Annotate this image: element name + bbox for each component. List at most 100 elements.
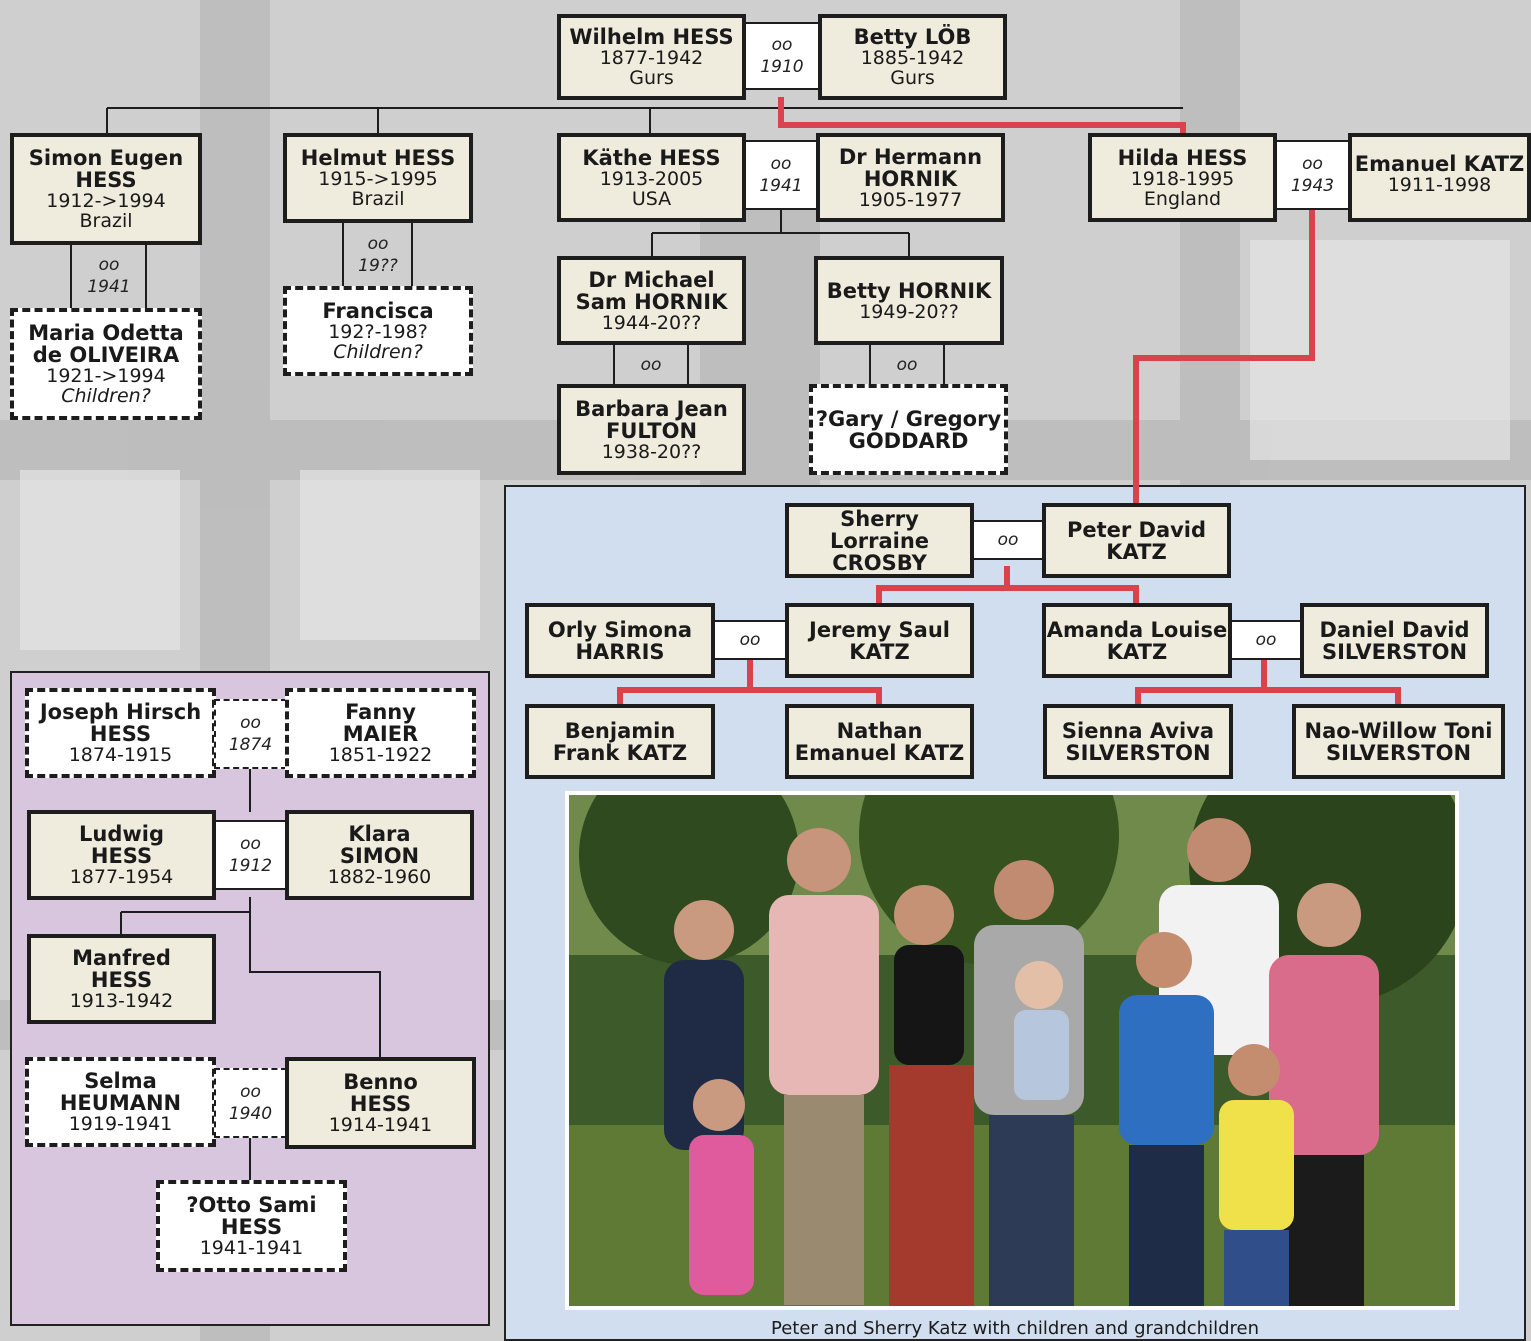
person-hilda-hess: Hilda HESS 1918-1995 England [1088, 133, 1277, 222]
person-surname: KATZ [1106, 539, 1167, 564]
person-surname: GODDARD [848, 428, 969, 453]
person-kathe-hess: Käthe HESS 1913-2005 USA [557, 133, 746, 222]
marriage-simon-maria: oo 1941 [73, 245, 145, 307]
person-name: ?Gary / Gregory [815, 406, 1002, 431]
person-name: Klara [348, 822, 411, 846]
person-surname: Emanuel KATZ [794, 740, 965, 765]
person-surname: HEUMANN [59, 1091, 182, 1115]
person-surname: HORNIK [863, 166, 958, 191]
marriage-hilda-emanuel: oo 1943 [1275, 140, 1350, 210]
person-daniel-silverston: Daniel David SILVERSTON [1300, 603, 1489, 678]
person-sherry-crosby: Sherry Lorraine CROSBY [785, 503, 974, 578]
person-name: Joseph Hirsch [39, 700, 202, 724]
person-surname: HESS [90, 844, 153, 868]
marriage-symbol: oo [1255, 630, 1277, 650]
person-name: Nathan [836, 718, 923, 743]
person-name: Käthe HESS [582, 145, 721, 170]
marriage-orly-jeremy: oo [713, 620, 787, 660]
marriage-ludwig-klara: oo 1912 [214, 820, 287, 890]
person-selma-heumann: Selma HEUMANN 1919-1941 [25, 1057, 216, 1147]
person-surname: HESS [349, 1092, 412, 1116]
person-dates: 1885-1942 [860, 47, 965, 69]
person-klara-simon: Klara SIMON 1882-1960 [285, 810, 474, 900]
marriage-symbol: oo [240, 1082, 261, 1102]
person-dates: 1851-1922 [328, 744, 433, 766]
person-surname: SIMON [339, 844, 420, 868]
person-surname: HESS [89, 722, 152, 746]
person-name: Manfred [72, 946, 171, 970]
person-dates: 1919-1941 [68, 1113, 173, 1135]
person-simon-eugen-hess: Simon Eugen HESS 1912->1994 Brazil [10, 133, 202, 245]
marriage-symbol: oo [367, 234, 389, 254]
person-otto-sami-hess: ?Otto Sami HESS 1941-1941 [156, 1180, 347, 1272]
person-orly-harris: Orly Simona HARRIS [525, 603, 715, 678]
marriage-year: 1941 [759, 176, 803, 196]
marriage-selma-benno: oo 1940 [214, 1068, 287, 1138]
person-dates: 1905-1977 [858, 188, 963, 211]
marriage-symbol: oo [240, 713, 261, 733]
person-dates: 1882-1960 [327, 866, 432, 888]
marriage-helmut-francisca: oo 19?? [345, 224, 411, 286]
photo-caption: Peter and Sherry Katz with children and … [771, 1318, 1259, 1339]
person-dates: 1941-1941 [199, 1237, 304, 1259]
person-benjamin-katz: Benjamin Frank KATZ [525, 704, 715, 779]
person-name: Benjamin [564, 718, 676, 743]
person-surname: MAIER [342, 722, 419, 746]
marriage-year: 1910 [760, 57, 804, 77]
marriage-symbol: oo [770, 154, 792, 174]
person-place: Gurs [629, 67, 674, 89]
person-dates: 1912->1994 [46, 190, 166, 212]
person-note: Children? [61, 385, 151, 407]
person-francisca: Francisca 192?-198? Children? [283, 286, 473, 376]
person-dates: 1914-1941 [328, 1114, 433, 1136]
person-name: Betty LÖB [853, 25, 972, 49]
family-photo [565, 791, 1459, 1310]
person-surname: Frank KATZ [552, 740, 688, 765]
person-dates: 1938-20?? [601, 440, 702, 463]
marriage-michael-barbara: oo [616, 346, 686, 384]
person-place: Gurs [890, 67, 935, 89]
person-dates: 1874-1915 [68, 744, 173, 766]
person-name: Benno [343, 1070, 418, 1094]
person-dates: 192?-198? [328, 321, 428, 343]
person-place: England [1143, 187, 1222, 210]
marriage-year: 1941 [87, 277, 131, 297]
marriage-year: 1912 [228, 856, 273, 876]
person-peter-katz: Peter David KATZ [1042, 503, 1231, 578]
person-fanny-maier: Fanny MAIER 1851-1922 [285, 688, 476, 778]
person-name: Dr Michael [588, 267, 715, 292]
person-name: Sherry Lorraine [829, 506, 930, 553]
person-surname: HESS [220, 1215, 283, 1239]
person-surname: KATZ [849, 639, 910, 664]
marriage-symbol: oo [997, 530, 1019, 550]
marriage-symbol: oo [240, 834, 261, 854]
person-sienna-silverston: Sienna Aviva SILVERSTON [1043, 704, 1233, 779]
person-name: Daniel David [1319, 617, 1470, 642]
marriage-symbol: oo [771, 35, 793, 55]
person-name: Selma [84, 1069, 157, 1093]
person-surname: HESS [75, 168, 137, 192]
person-surname: HESS [90, 968, 153, 992]
person-dates: 1911-1998 [1387, 174, 1492, 196]
person-ludwig-hess: Ludwig HESS 1877-1954 [27, 810, 216, 900]
marriage-year: 1874 [228, 735, 273, 755]
person-emanuel-katz: Emanuel KATZ 1911-1998 [1348, 133, 1531, 222]
person-amanda-katz: Amanda Louise KATZ [1042, 603, 1232, 678]
person-nao-willow-silverston: Nao-Willow Toni SILVERSTON [1292, 704, 1505, 779]
person-name: Emanuel KATZ [1354, 152, 1525, 176]
person-wilhelm-hess: Wilhelm HESS 1877-1942 Gurs [557, 14, 746, 100]
person-place: Brazil [79, 210, 133, 232]
person-name: Jeremy Saul [809, 617, 950, 642]
person-surname: de OLIVEIRA [32, 343, 180, 367]
marriage-wilhelm-betty: oo 1910 [744, 22, 820, 90]
marriage-year: 19?? [358, 256, 398, 276]
marriage-sherry-peter: oo [972, 520, 1044, 560]
person-name: Sienna Aviva [1061, 718, 1215, 743]
person-surname: KATZ [1106, 639, 1168, 664]
person-helmut-hess: Helmut HESS 1915->1995 Brazil [283, 133, 473, 223]
person-barbara-fulton: Barbara Jean FULTON 1938-20?? [557, 384, 746, 475]
marriage-symbol: oo [1302, 154, 1323, 174]
person-maria-odetta-de-oliveira: Maria Odetta de OLIVEIRA 1921->1994 Chil… [10, 308, 202, 420]
person-name: Barbara Jean [575, 396, 728, 421]
